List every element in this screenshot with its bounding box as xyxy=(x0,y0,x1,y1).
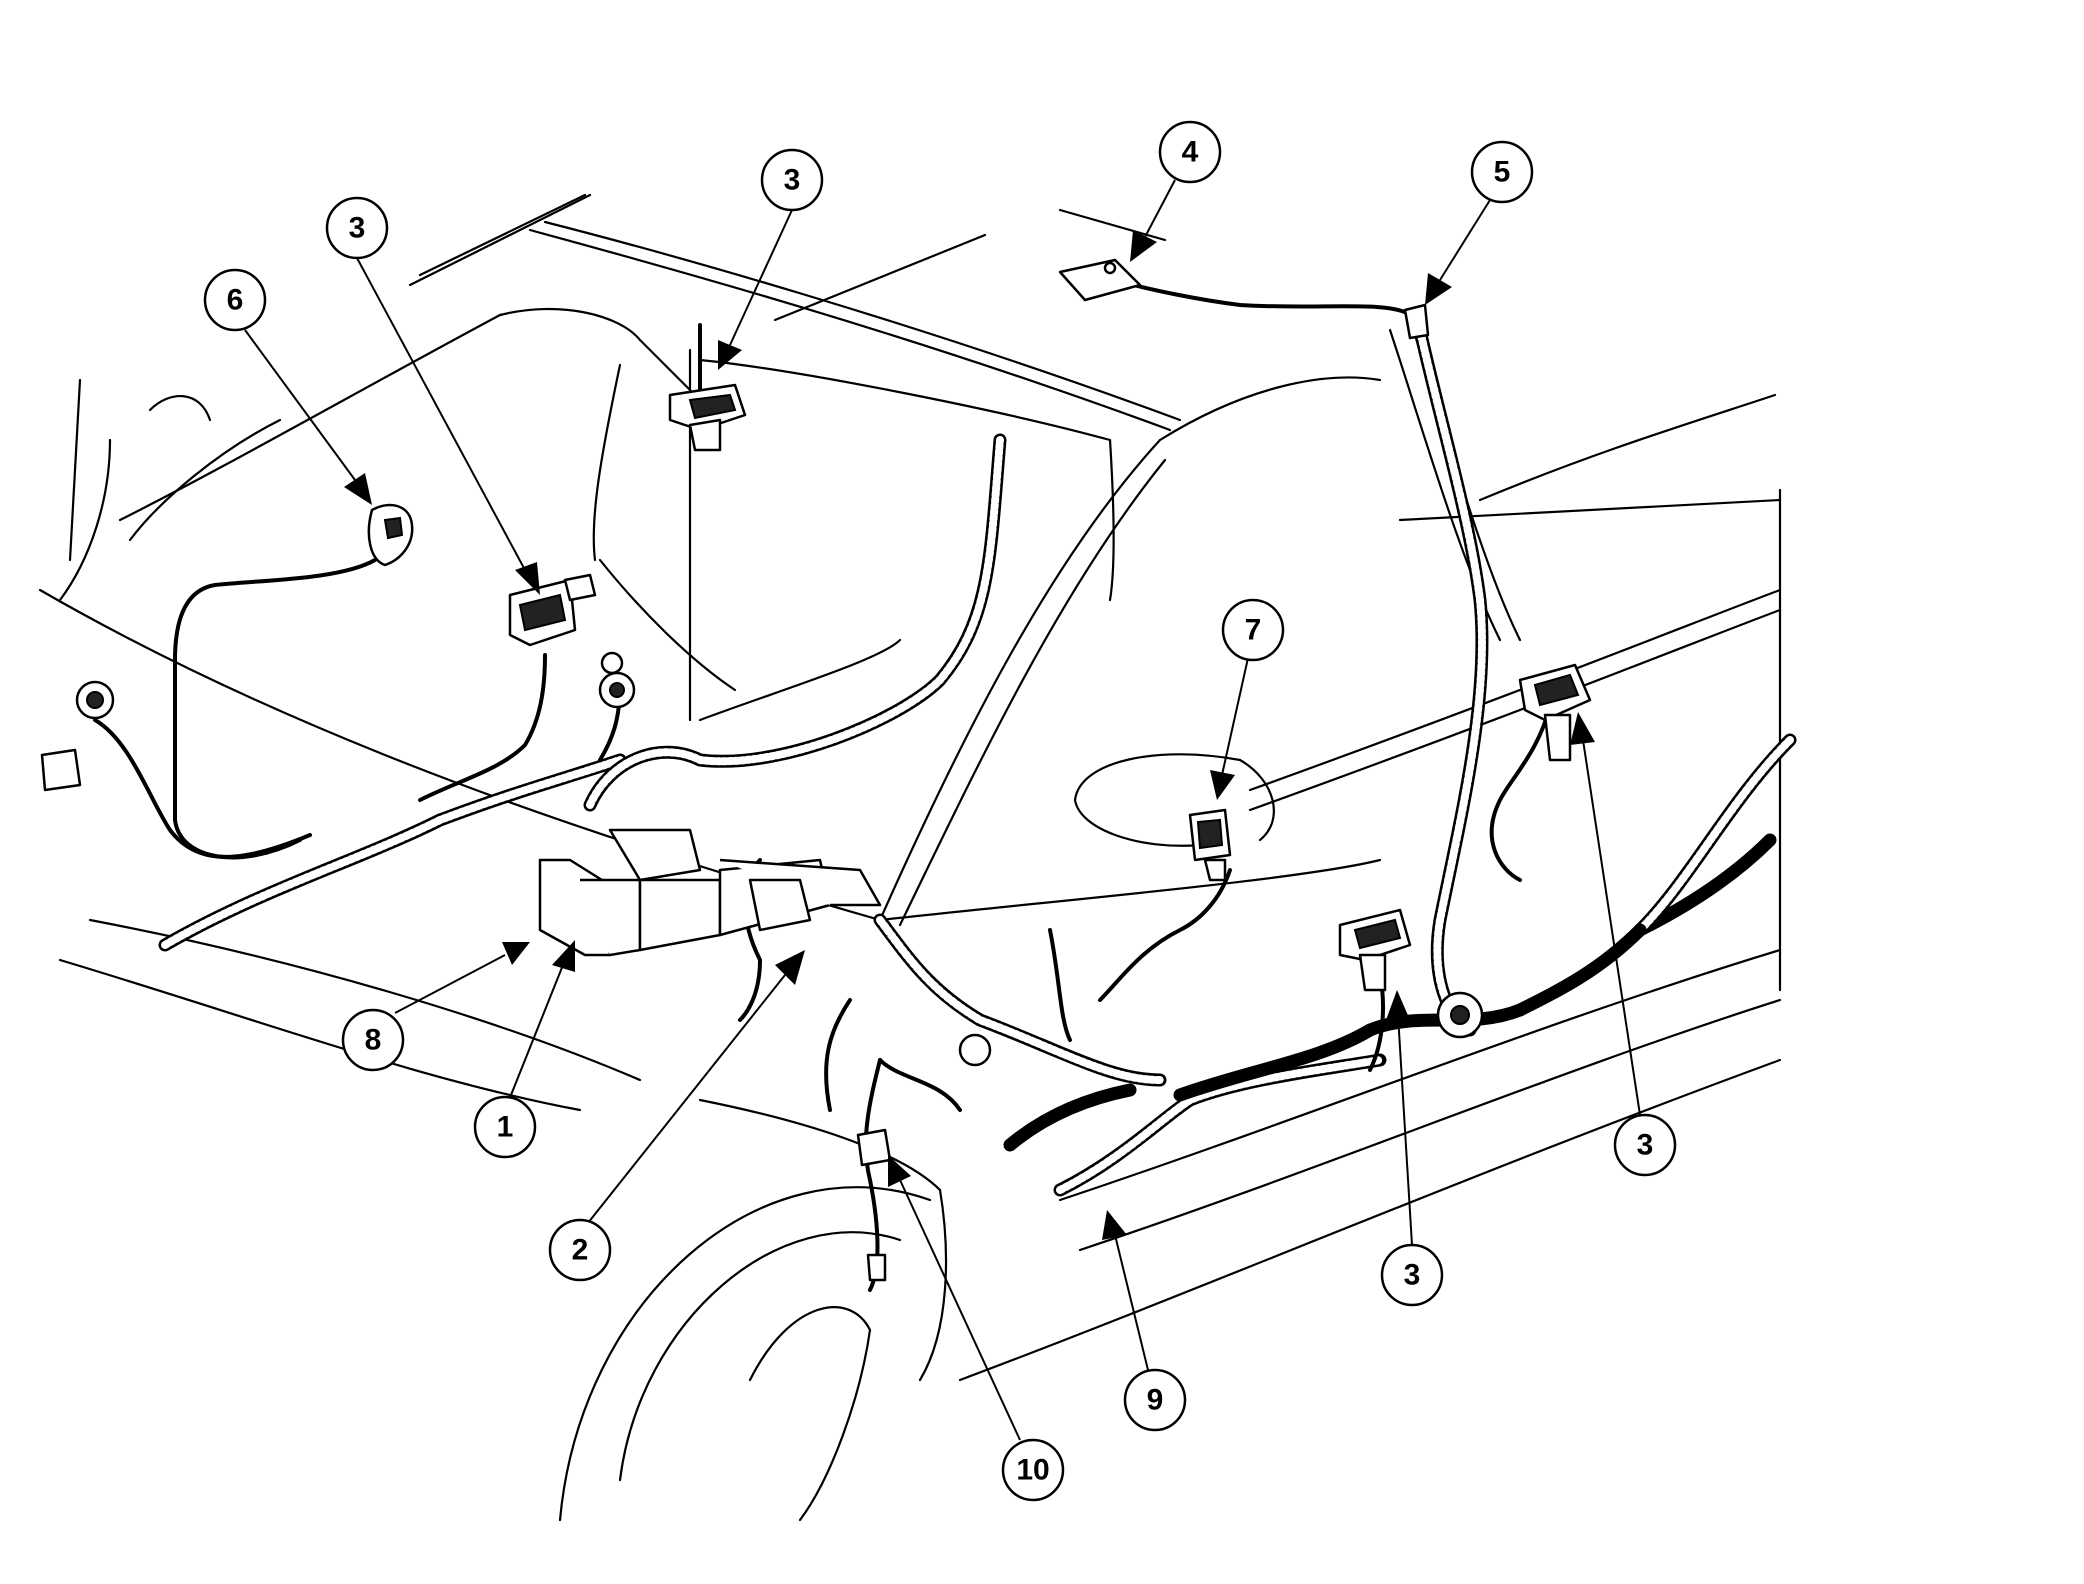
callout-4: 4 xyxy=(1158,120,1222,184)
callout-3d-label: 3 xyxy=(1404,1259,1421,1292)
callout-6-label: 6 xyxy=(227,284,244,317)
callout-8-label: 8 xyxy=(365,1024,382,1057)
grommet-lower xyxy=(958,991,1484,1067)
callout-2-label: 2 xyxy=(572,1234,589,1267)
wiring-harnesses xyxy=(158,323,1797,1197)
connector-6 xyxy=(367,503,414,567)
callout-2: 2 xyxy=(548,1218,612,1282)
callout-10: 10 xyxy=(1001,1438,1065,1502)
connector-3b xyxy=(668,383,747,452)
harness-junction xyxy=(1403,303,1430,340)
sensor-pad xyxy=(1058,258,1142,302)
callout-7: 7 xyxy=(1221,598,1285,662)
connector-3d xyxy=(1338,908,1412,992)
grommet-left xyxy=(40,680,115,792)
callout-3b: 3 xyxy=(760,148,824,212)
thin-wires xyxy=(93,278,1552,1292)
connector-10 xyxy=(856,1128,892,1282)
callout-4-label: 4 xyxy=(1182,136,1199,169)
callout-9-label: 9 xyxy=(1147,1384,1164,1417)
callout-8: 8 xyxy=(341,1008,405,1072)
callout-5: 5 xyxy=(1470,140,1534,204)
callout-3a-label: 3 xyxy=(349,212,366,245)
connector-7 xyxy=(1188,808,1232,882)
callout-3a: 3 xyxy=(325,196,389,260)
connector-3a xyxy=(508,573,597,647)
callout-5-label: 5 xyxy=(1494,156,1511,189)
callout-3c: 3 xyxy=(1613,1113,1677,1177)
callout-1: 1 xyxy=(473,1095,537,1159)
components xyxy=(40,258,1592,1282)
callout-3c-label: 3 xyxy=(1637,1129,1654,1162)
callout-3b-label: 3 xyxy=(784,164,801,197)
connector-3c xyxy=(1518,663,1592,762)
callout-7-label: 7 xyxy=(1245,614,1262,647)
callout-6: 6 xyxy=(203,268,267,332)
callout-10-label: 10 xyxy=(1016,1454,1049,1487)
module-housing xyxy=(538,828,882,957)
callout-9: 9 xyxy=(1123,1368,1187,1432)
callout-1-label: 1 xyxy=(497,1111,514,1144)
vehicle-body-outline xyxy=(38,193,1782,1522)
grommet-center xyxy=(598,651,636,709)
callout-3d: 3 xyxy=(1380,1243,1444,1307)
leader-lines xyxy=(244,179,1641,1441)
